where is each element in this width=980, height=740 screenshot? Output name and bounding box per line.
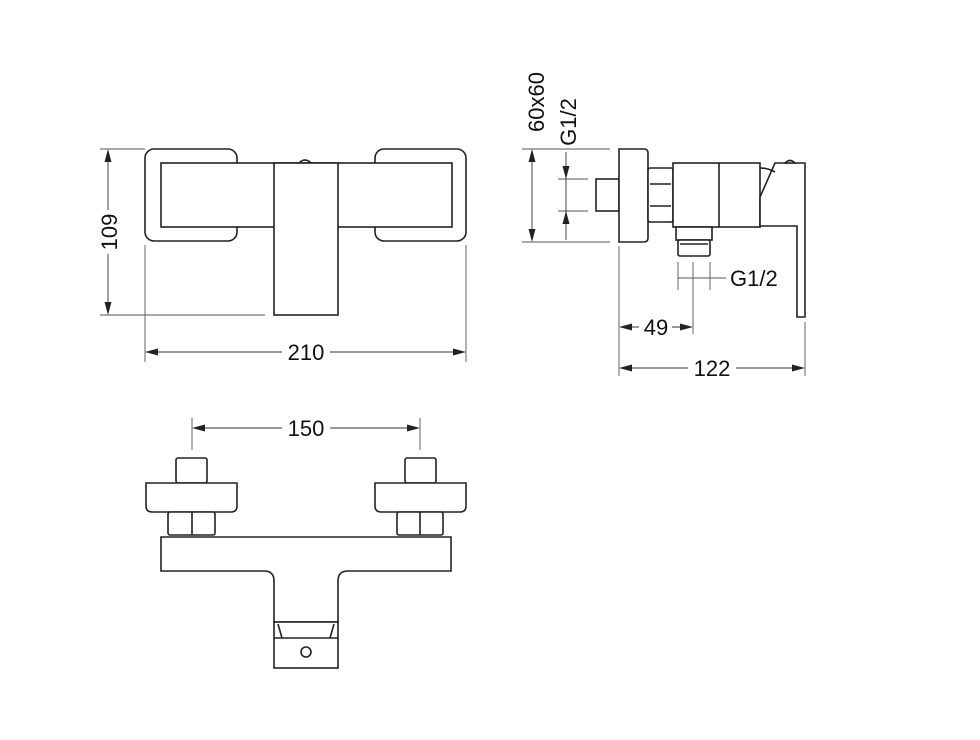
handle-end [273, 621, 339, 669]
inlet-thread-label: G1/2 [556, 98, 581, 146]
outlet-connector [675, 226, 713, 241]
side-view: 60x60 G1/2 G1/2 49 [522, 72, 806, 381]
mixer-body-bottom [160, 536, 452, 623]
left-connector [145, 457, 238, 536]
dimension-122: 122 [619, 322, 806, 381]
dimension-210: 210 [144, 245, 467, 365]
front-view: 109 210 [97, 148, 467, 365]
height-label: 109 [97, 214, 122, 251]
outlet-thread-label: G1/2 [730, 266, 778, 291]
escutcheon-plate [618, 148, 649, 243]
dimension-49: 49 [618, 246, 694, 376]
bottom-view: 150 [145, 416, 467, 669]
dimension-inlet-thread: G1/2 [556, 98, 588, 240]
dimension-60x60: 60x60 [522, 72, 610, 243]
right-connector [374, 457, 467, 536]
outlet-offset-label: 49 [644, 315, 668, 340]
valve-body [672, 162, 761, 228]
escutcheon-size-label: 60x60 [524, 72, 549, 132]
depth-label: 122 [694, 356, 731, 381]
centers-label: 150 [288, 416, 325, 441]
inlet-stub [595, 178, 620, 212]
handle-cap-side [783, 159, 797, 164]
handle-lever [273, 162, 339, 316]
width-label: 210 [288, 340, 325, 365]
handle-screw-hole [300, 646, 312, 658]
dimension-outlet-thread: G1/2 [677, 262, 778, 291]
handle-lever-side [759, 162, 806, 318]
dimension-109: 109 [97, 148, 265, 316]
outlet-thread [677, 239, 711, 257]
dimension-150: 150 [191, 416, 421, 450]
hex-nut [647, 167, 674, 223]
